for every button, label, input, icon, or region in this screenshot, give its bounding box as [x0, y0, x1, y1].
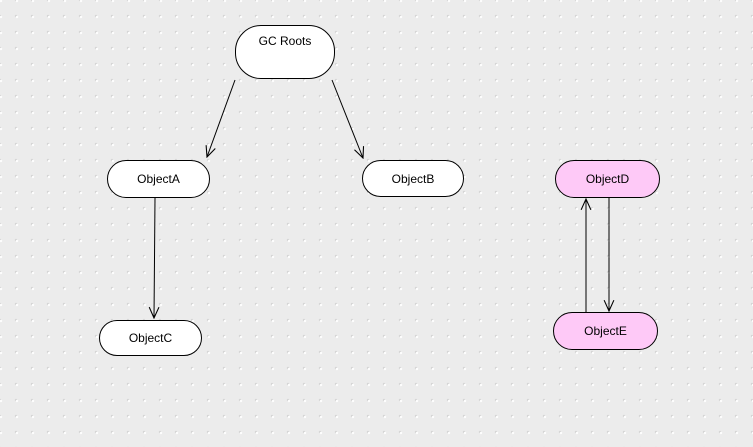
node-gc-roots[interactable]: GC Roots — [235, 25, 335, 79]
node-objecte-label: ObjectE — [584, 324, 627, 338]
edge-gcroots-to-objecta[interactable] — [207, 79, 236, 157]
edge-gcroots-to-objectb[interactable] — [331, 79, 363, 158]
node-objectd-label: ObjectD — [585, 172, 630, 186]
node-objectb[interactable]: ObjectB — [362, 160, 464, 197]
node-objecta-label: ObjectA — [137, 172, 180, 186]
node-objectc[interactable]: ObjectC — [99, 320, 202, 356]
edge-objecta-to-objectc[interactable] — [154, 197, 155, 318]
node-objectc-label: ObjectC — [128, 331, 173, 345]
node-objecte[interactable]: ObjectE — [553, 312, 658, 350]
node-objecta[interactable]: ObjectA — [107, 160, 210, 198]
node-gc-roots-label: GC Roots — [258, 34, 312, 48]
node-objectd[interactable]: ObjectD — [555, 160, 660, 198]
node-objectb-label: ObjectB — [391, 171, 435, 186]
